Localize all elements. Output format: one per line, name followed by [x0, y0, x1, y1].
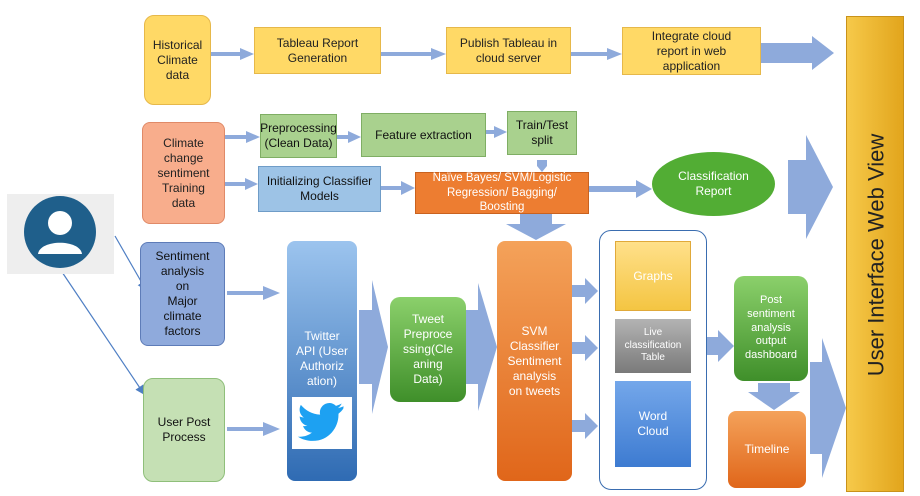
arrow-feature-to-split — [486, 126, 507, 138]
arrow-sentiment-to-preprocessing — [225, 131, 260, 143]
line-user-to-post — [61, 271, 145, 395]
node-user-post-process: User Post Process — [143, 378, 225, 482]
twitter-bird-icon — [297, 402, 344, 441]
web-view-label-wrap: User Interface Web View — [851, 20, 901, 490]
arrow-twitter-to-tweetprep — [359, 280, 388, 414]
node-classification-report: Classification Report — [652, 152, 775, 216]
arrow-classifiers-to-report — [589, 180, 652, 198]
node-live-classification-table: Live classification Table — [615, 319, 691, 373]
arrow-to-web-view-3 — [810, 338, 846, 478]
node-train-test-split: Train/Test split — [507, 111, 577, 155]
web-view-bar — [846, 16, 904, 492]
arrow-userpost-to-twitter — [227, 422, 280, 436]
node-sentiment-major-factors: Sentiment analysis on Major climate fact… — [140, 242, 225, 346]
arrow-preprocessing-to-feature — [337, 131, 361, 143]
arrow-tableau-to-publish — [381, 48, 446, 60]
arrow-split-to-classifiers — [537, 160, 547, 172]
node-tableau-report: Tableau Report Generation — [254, 27, 381, 74]
arrow-svm-to-table — [572, 335, 598, 361]
node-preprocessing: Preprocessing (Clean Data) — [260, 114, 337, 158]
arrow-panel-to-dashboard — [705, 330, 734, 362]
node-classifier-models: Naïve Bayes/ SVM/Logistic Regression/ Ba… — [415, 172, 589, 214]
arrow-major-to-twitter — [227, 286, 280, 300]
node-historical-climate-data: Historical Climate data — [144, 15, 211, 105]
web-view-label: User Interface Web View — [863, 133, 889, 377]
arrow-init-to-classifiers — [381, 181, 415, 195]
arrow-dashboard-to-timeline — [748, 383, 800, 410]
arrow-sentiment-to-init — [225, 178, 258, 190]
arrow-tweetprep-to-svm — [466, 283, 497, 411]
arrow-historical-to-tableau — [211, 48, 254, 60]
node-post-sentiment-dashboard: Post sentiment analysis output dashboard — [734, 276, 808, 381]
node-climate-sentiment-training: Climate change sentiment Training data — [142, 122, 225, 224]
node-tweet-preprocessing: Tweet Preproce ssing(Cle aning Data) — [390, 297, 466, 402]
node-feature-extraction: Feature extraction — [361, 113, 486, 157]
arrow-to-web-view-1 — [761, 36, 834, 70]
node-init-classifier: Initializing Classifier Models — [258, 166, 381, 212]
arrow-svm-to-graphs — [572, 278, 598, 304]
user-icon-panel — [7, 194, 114, 274]
node-publish-tableau: Publish Tableau in cloud server — [446, 27, 571, 74]
node-word-cloud: Word Cloud — [615, 381, 691, 467]
node-graphs: Graphs — [615, 241, 691, 311]
arrow-publish-to-integrate — [571, 48, 622, 60]
arrow-classifiers-to-svm — [506, 214, 566, 240]
user-avatar-icon — [24, 196, 96, 268]
node-integrate-cloud: Integrate cloud report in web applicatio… — [622, 27, 761, 75]
arrow-svm-to-wordcloud — [572, 413, 598, 439]
arrow-to-web-view-2 — [788, 135, 833, 239]
node-svm-classifier: SVM Classifier Sentiment analysis on twe… — [497, 241, 572, 481]
twitter-logo-panel — [292, 397, 352, 449]
node-timeline: Timeline — [728, 411, 806, 488]
